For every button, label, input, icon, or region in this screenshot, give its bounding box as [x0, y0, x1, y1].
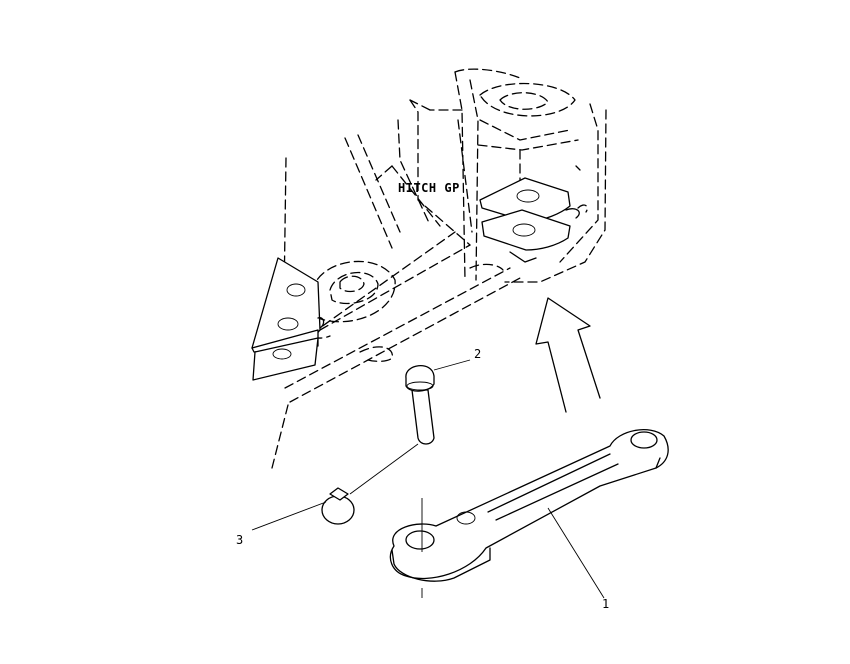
machine-frame-phantom: [271, 68, 607, 469]
callout-1: 1: [602, 597, 609, 611]
part-2-hitch-pin: [405, 365, 435, 445]
callout-2: 2: [474, 347, 481, 361]
assembly-label: HITCH GP: [398, 181, 460, 195]
part-1-link-bar: [389, 429, 669, 582]
right-hitch-plates: [479, 177, 580, 263]
leader-line-1: [547, 507, 605, 599]
leader-lines: [251, 359, 605, 599]
part-3-retaining-clip: [321, 487, 355, 525]
leader-line-2: [433, 359, 471, 371]
callout-3: 3: [236, 533, 243, 547]
left-hitch-plate-bracket: [251, 257, 325, 381]
leader-line-3: [251, 501, 327, 531]
installation-direction-arrow: [535, 297, 601, 413]
